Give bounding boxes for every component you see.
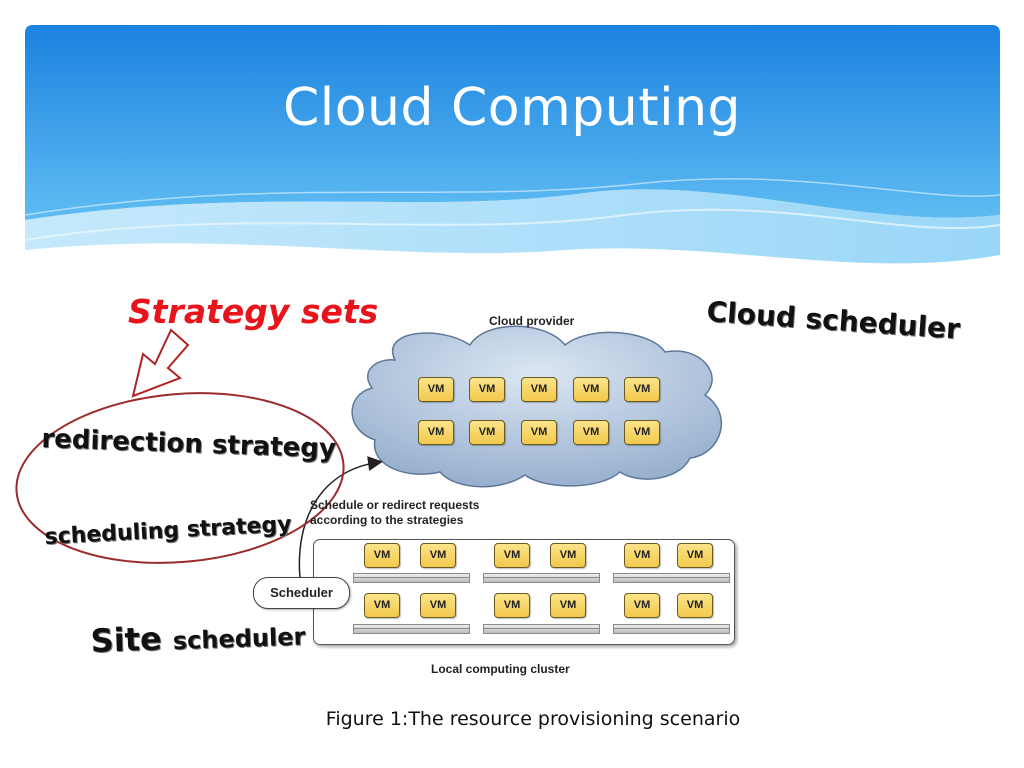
vm-box: VM [420, 593, 456, 618]
server-rack [353, 573, 470, 583]
site-scheduler-label: Site scheduler [90, 615, 306, 660]
strategy-ellipse [15, 392, 345, 564]
server-rack [353, 624, 470, 634]
vm-box: VM [494, 543, 530, 568]
vm-box: VM [521, 420, 557, 445]
vm-box: VM [677, 543, 713, 568]
server-rack [613, 573, 730, 583]
local-cluster-label: Local computing cluster [431, 662, 570, 676]
figure-caption: Figure 1:The resource provisioning scena… [325, 708, 741, 730]
vm-box: VM [418, 420, 454, 445]
vm-box: VM [418, 377, 454, 402]
vm-box: VM [573, 420, 609, 445]
vm-box: VM [494, 593, 530, 618]
vm-box: VM [521, 377, 557, 402]
scheduler-node: Scheduler [253, 577, 350, 609]
vm-box: VM [364, 543, 400, 568]
server-rack [483, 573, 600, 583]
vm-box: VM [469, 420, 505, 445]
schedule-redirect-label: Schedule or redirect requests according … [310, 498, 479, 528]
server-rack [483, 624, 600, 634]
vm-box: VM [624, 593, 660, 618]
cloud-shape [351, 325, 723, 488]
vm-box: VM [420, 543, 456, 568]
vm-box: VM [624, 420, 660, 445]
site-scheduler-big: Site [90, 619, 163, 660]
schedule-label-line2: according to the strategies [310, 513, 464, 527]
site-scheduler-small: scheduler [172, 622, 306, 656]
header-banner [25, 25, 1000, 264]
strategy-sets-label: Strategy sets [128, 292, 379, 331]
vm-box: VM [624, 377, 660, 402]
vm-box: VM [364, 593, 400, 618]
cloud-provider-label: Cloud provider [489, 314, 575, 328]
vm-box: VM [550, 543, 586, 568]
schedule-arrow [298, 456, 383, 579]
vm-box: VM [573, 377, 609, 402]
vm-box: VM [677, 593, 713, 618]
strategy-arrow [131, 328, 190, 398]
vm-box: VM [550, 593, 586, 618]
slide-title: Cloud Computing [282, 78, 742, 138]
schedule-label-line1: Schedule or redirect requests [310, 498, 480, 512]
vm-box: VM [469, 377, 505, 402]
vm-box: VM [624, 543, 660, 568]
server-rack [613, 624, 730, 634]
